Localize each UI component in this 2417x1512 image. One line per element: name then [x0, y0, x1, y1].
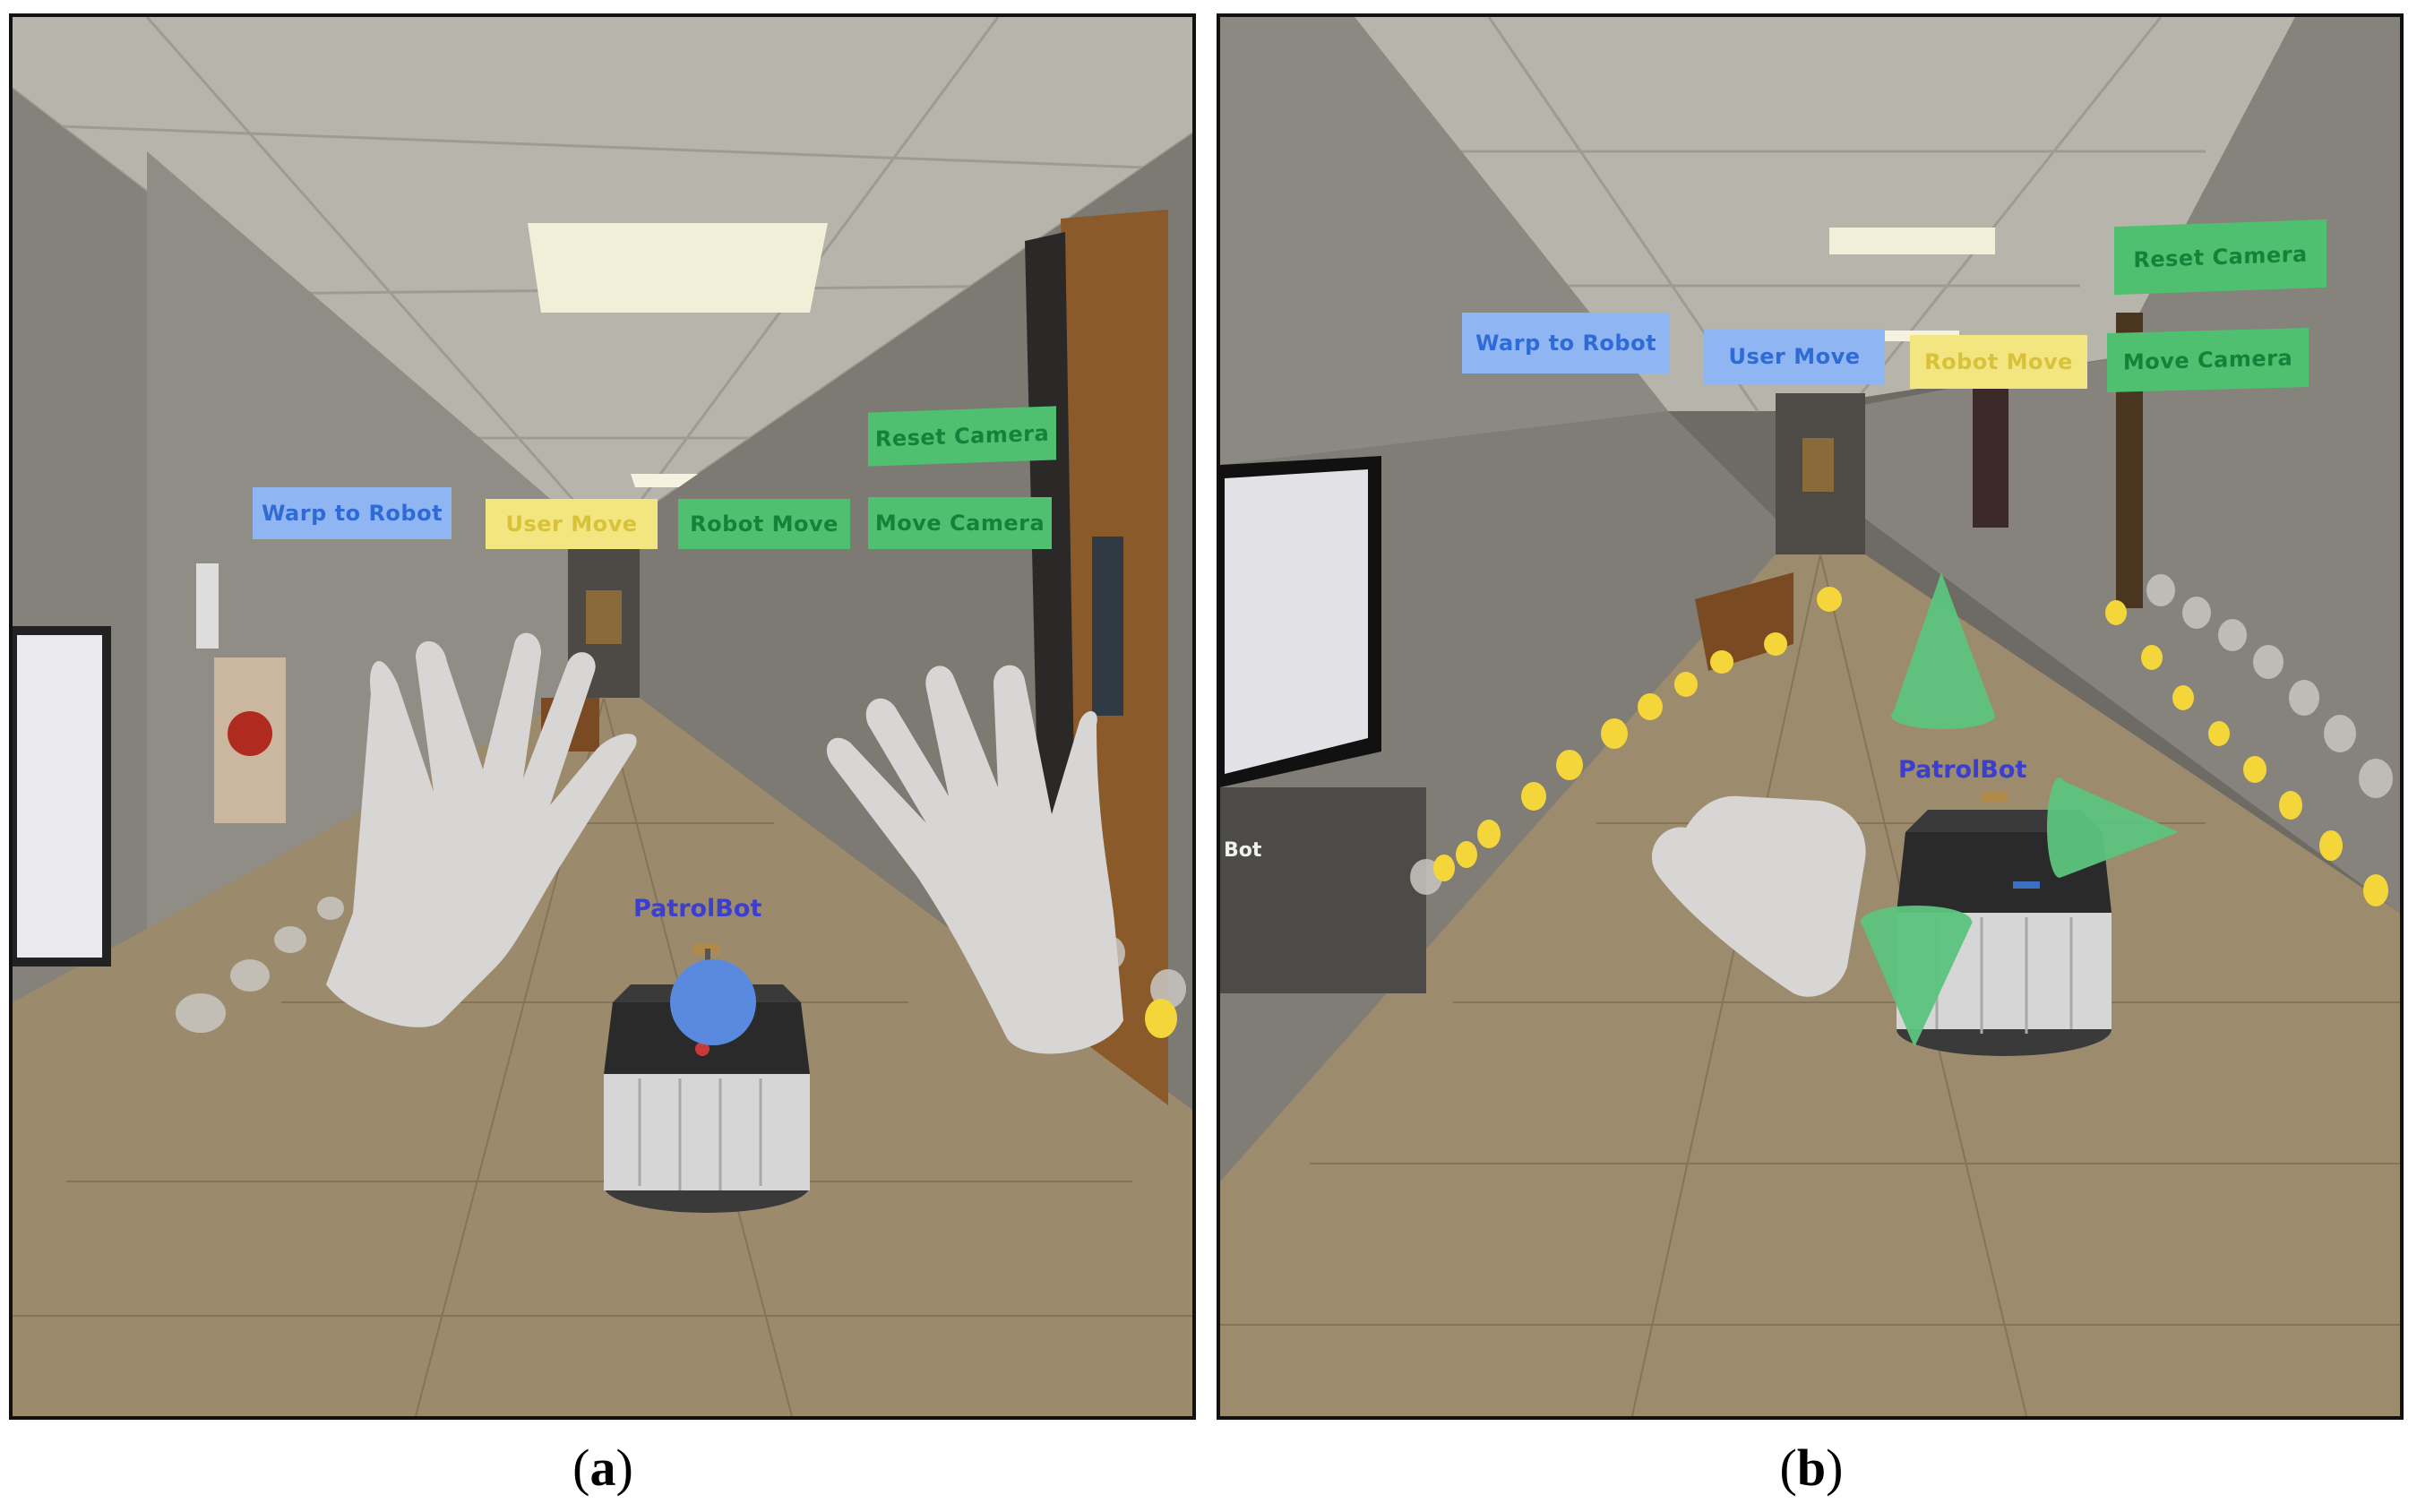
warp-to-robot-button[interactable]: Warp to Robot [253, 487, 452, 539]
fist-hand [1651, 795, 1866, 997]
panel-a-vr-view: PatrolBot Warp to Robot User Move Robot … [9, 13, 1196, 1420]
right-hand [826, 665, 1123, 1054]
user-move-button[interactable]: User Move [1704, 329, 1885, 384]
robot-name-label: PatrolBot [1898, 756, 2027, 784]
caption-b: (b) [1779, 1439, 1844, 1497]
left-hand [326, 632, 637, 1027]
waypoint-marker [1145, 999, 1177, 1038]
move-gizmo [1861, 572, 2179, 1047]
robot-move-button[interactable]: Robot Move [1910, 335, 2087, 389]
caption-a: (a) [572, 1439, 633, 1497]
robot-name-label: PatrolBot [633, 895, 762, 923]
side-panel-text: Bot [1224, 839, 1262, 862]
ceiling-light [528, 223, 828, 313]
reset-camera-button[interactable]: Reset Camera [2114, 219, 2327, 296]
move-camera-button[interactable]: Move Camera [2107, 328, 2309, 392]
hallway-scene-a [13, 17, 1192, 1416]
reset-camera-button[interactable]: Reset Camera [868, 406, 1056, 467]
warp-to-robot-button[interactable]: Warp to Robot [1462, 313, 1670, 374]
patrolbot-robot [604, 944, 810, 1213]
move-camera-button[interactable]: Move Camera [868, 497, 1052, 549]
panel-b-vr-view: PatrolBot Bot Warp to Robot User Move Ro… [1217, 13, 2404, 1420]
waypoint-markers [1433, 587, 2388, 906]
ceiling-light [1829, 228, 1995, 254]
blue-sphere-handle [670, 959, 756, 1045]
user-move-button[interactable]: User Move [486, 499, 658, 549]
robot-move-button[interactable]: Robot Move [678, 499, 850, 549]
